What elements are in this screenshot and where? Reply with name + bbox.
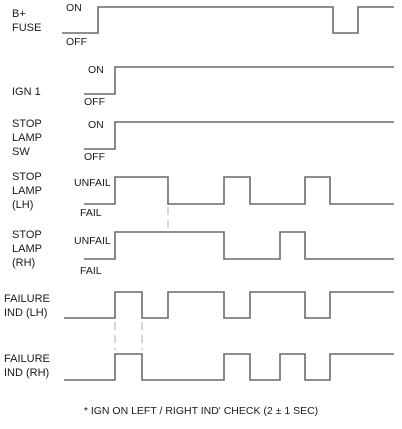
signal-failure-ind-lh-name-1: FAILURE xyxy=(4,293,50,305)
signal-stop-lamp-sw-low-label: OFF xyxy=(84,151,105,163)
waveform-stop-lamp-lh xyxy=(84,176,394,205)
signal-failure-ind-lh: FAILURE IND (LH) xyxy=(4,291,394,319)
waveform-b-fuse xyxy=(62,6,394,34)
signal-stop-lamp-lh: STOP LAMP (LH) UNFAIL FAIL xyxy=(12,171,394,219)
signal-ign1: IGN 1 ON OFF xyxy=(12,64,394,108)
signal-stop-lamp-rh: STOP LAMP (RH) UNFAIL FAIL xyxy=(12,229,394,277)
signal-failure-ind-lh-name-2: IND (LH) xyxy=(4,307,47,319)
signal-ign1-high-label: ON xyxy=(88,64,104,76)
signal-stop-lamp-lh-low-label: FAIL xyxy=(80,207,102,219)
signal-stop-lamp-rh-name-3: (RH) xyxy=(12,257,35,269)
signal-b-fuse-low-label: OFF xyxy=(66,36,87,48)
signal-stop-lamp-sw-name-1: STOP xyxy=(12,118,42,130)
signal-stop-lamp-sw: STOP LAMP SW ON OFF xyxy=(12,118,394,163)
signal-stop-lamp-sw-name-2: LAMP xyxy=(12,132,42,144)
signal-failure-ind-rh: FAILURE IND (RH) xyxy=(4,353,394,381)
signal-ign1-low-label: OFF xyxy=(84,96,105,108)
signal-ign1-name-1: IGN 1 xyxy=(12,86,41,98)
signal-stop-lamp-rh-high-label: UNFAIL xyxy=(74,235,111,247)
signal-stop-lamp-rh-name-1: STOP xyxy=(12,229,42,241)
signal-stop-lamp-lh-name-3: (LH) xyxy=(12,199,33,211)
footnote: * IGN ON LEFT / RIGHT IND' CHECK (2 ± 1 … xyxy=(84,405,318,417)
signal-stop-lamp-lh-high-label: UNFAIL xyxy=(74,177,111,189)
signal-stop-lamp-sw-high-label: ON xyxy=(88,119,104,131)
signal-b-fuse-name-2: FUSE xyxy=(12,22,41,34)
signal-b-fuse-high-label: ON xyxy=(66,2,82,14)
signal-b-fuse: B+ FUSE ON OFF xyxy=(12,2,394,48)
waveform-ign1 xyxy=(84,66,394,95)
signal-failure-ind-rh-name-2: IND (RH) xyxy=(4,367,49,379)
signal-stop-lamp-rh-low-label: FAIL xyxy=(80,265,102,277)
waveform-failure-ind-rh xyxy=(64,353,394,381)
waveform-stop-lamp-sw xyxy=(84,121,394,150)
signal-b-fuse-name-1: B+ xyxy=(12,8,26,20)
signal-stop-lamp-rh-name-2: LAMP xyxy=(12,243,42,255)
waveform-failure-ind-lh xyxy=(64,291,394,319)
alignment-guides xyxy=(114,207,169,350)
signal-stop-lamp-lh-name-1: STOP xyxy=(12,171,42,183)
signal-stop-lamp-sw-name-3: SW xyxy=(12,146,30,158)
signal-stop-lamp-lh-name-2: LAMP xyxy=(12,185,42,197)
signal-failure-ind-rh-name-1: FAILURE xyxy=(4,353,50,365)
waveform-stop-lamp-rh xyxy=(84,231,394,260)
